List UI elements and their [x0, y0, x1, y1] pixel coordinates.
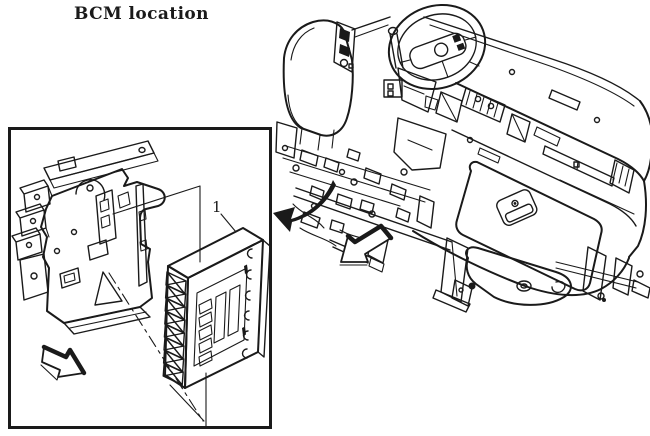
callout-1-label: 1 — [212, 198, 222, 216]
module-connector-cells — [162, 265, 189, 389]
support-brackets — [432, 237, 650, 313]
under-dash-components — [275, 117, 453, 273]
glove-box-door — [455, 160, 603, 292]
bcm-bracket — [11, 140, 166, 335]
vent-grille-cluster — [435, 87, 635, 194]
vent-grille-right-end — [609, 159, 635, 194]
turn-signal-stalk — [387, 26, 404, 69]
dash-top-surface — [351, 16, 641, 124]
steering-column — [383, 67, 439, 113]
insertion-guide-lines — [108, 185, 207, 426]
page-title: BCM location — [74, 4, 209, 24]
inset-panel: 1 — [8, 127, 272, 429]
inset-block-arrow-icon — [40, 344, 87, 381]
dash-front-panel — [412, 82, 650, 297]
callout-1-leader — [220, 213, 237, 233]
block-arrow-icon — [339, 223, 394, 266]
trim-slot — [542, 145, 615, 187]
curved-arrow-icon — [273, 180, 336, 232]
steering-wheel — [387, 3, 487, 91]
module-retainer-clips — [241, 248, 253, 359]
bcm-module — [162, 227, 269, 389]
vent-square-left — [435, 91, 463, 123]
speaker-grille — [460, 87, 506, 123]
vent-square-mid — [506, 113, 531, 143]
inset-illustration: 1 — [11, 140, 269, 426]
glove-box-latch — [496, 189, 538, 226]
instrument-cluster-hood — [282, 19, 356, 137]
